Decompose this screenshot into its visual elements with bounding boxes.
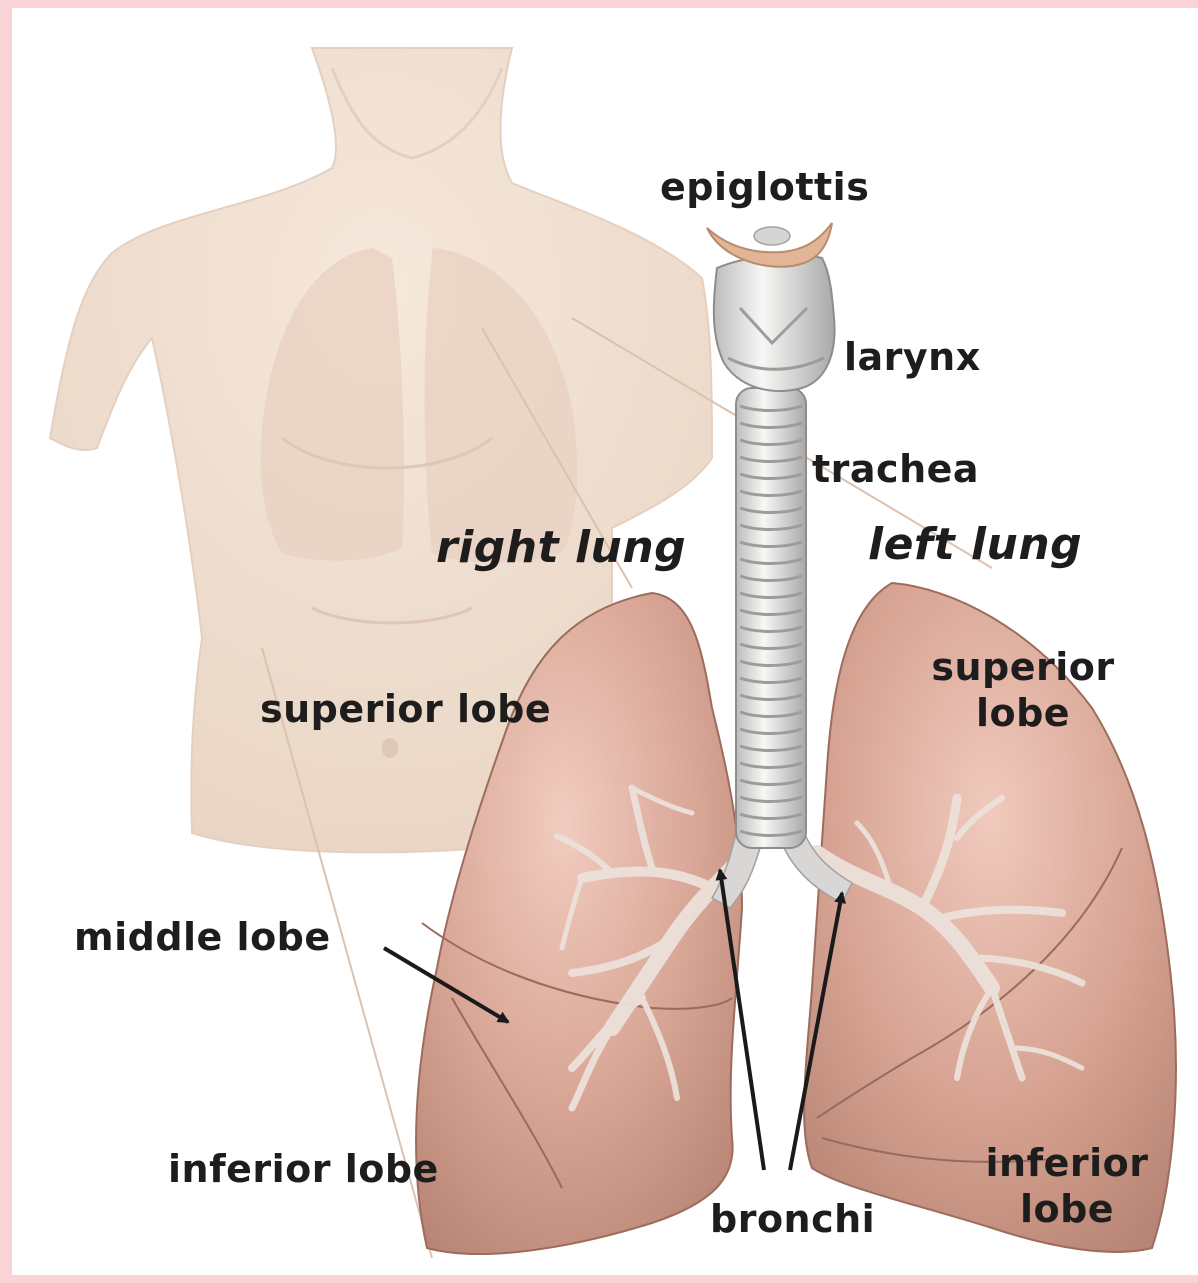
label-middle-lobe: middle lobe	[74, 918, 331, 956]
label-right-superior-lobe: superior lobe	[260, 690, 551, 728]
label-epiglottis: epiglottis	[660, 168, 869, 206]
label-larynx: larynx	[844, 338, 981, 376]
label-left-superior-lobe: superior lobe	[918, 644, 1128, 737]
label-left-inferior-lobe: inferior lobe	[972, 1140, 1162, 1233]
label-right-lung: right lung	[436, 526, 686, 570]
larynx-shape	[714, 255, 835, 391]
respiratory-illustration	[12, 8, 1198, 1275]
label-trachea: trachea	[812, 450, 979, 488]
label-right-inferior-lobe: inferior lobe	[168, 1150, 439, 1188]
trachea-shape	[736, 388, 806, 848]
label-left-lung: left lung	[868, 523, 1082, 567]
diagram-canvas: epiglottis larynx trachea right lung lef…	[12, 8, 1198, 1275]
label-bronchi: bronchi	[710, 1200, 875, 1238]
